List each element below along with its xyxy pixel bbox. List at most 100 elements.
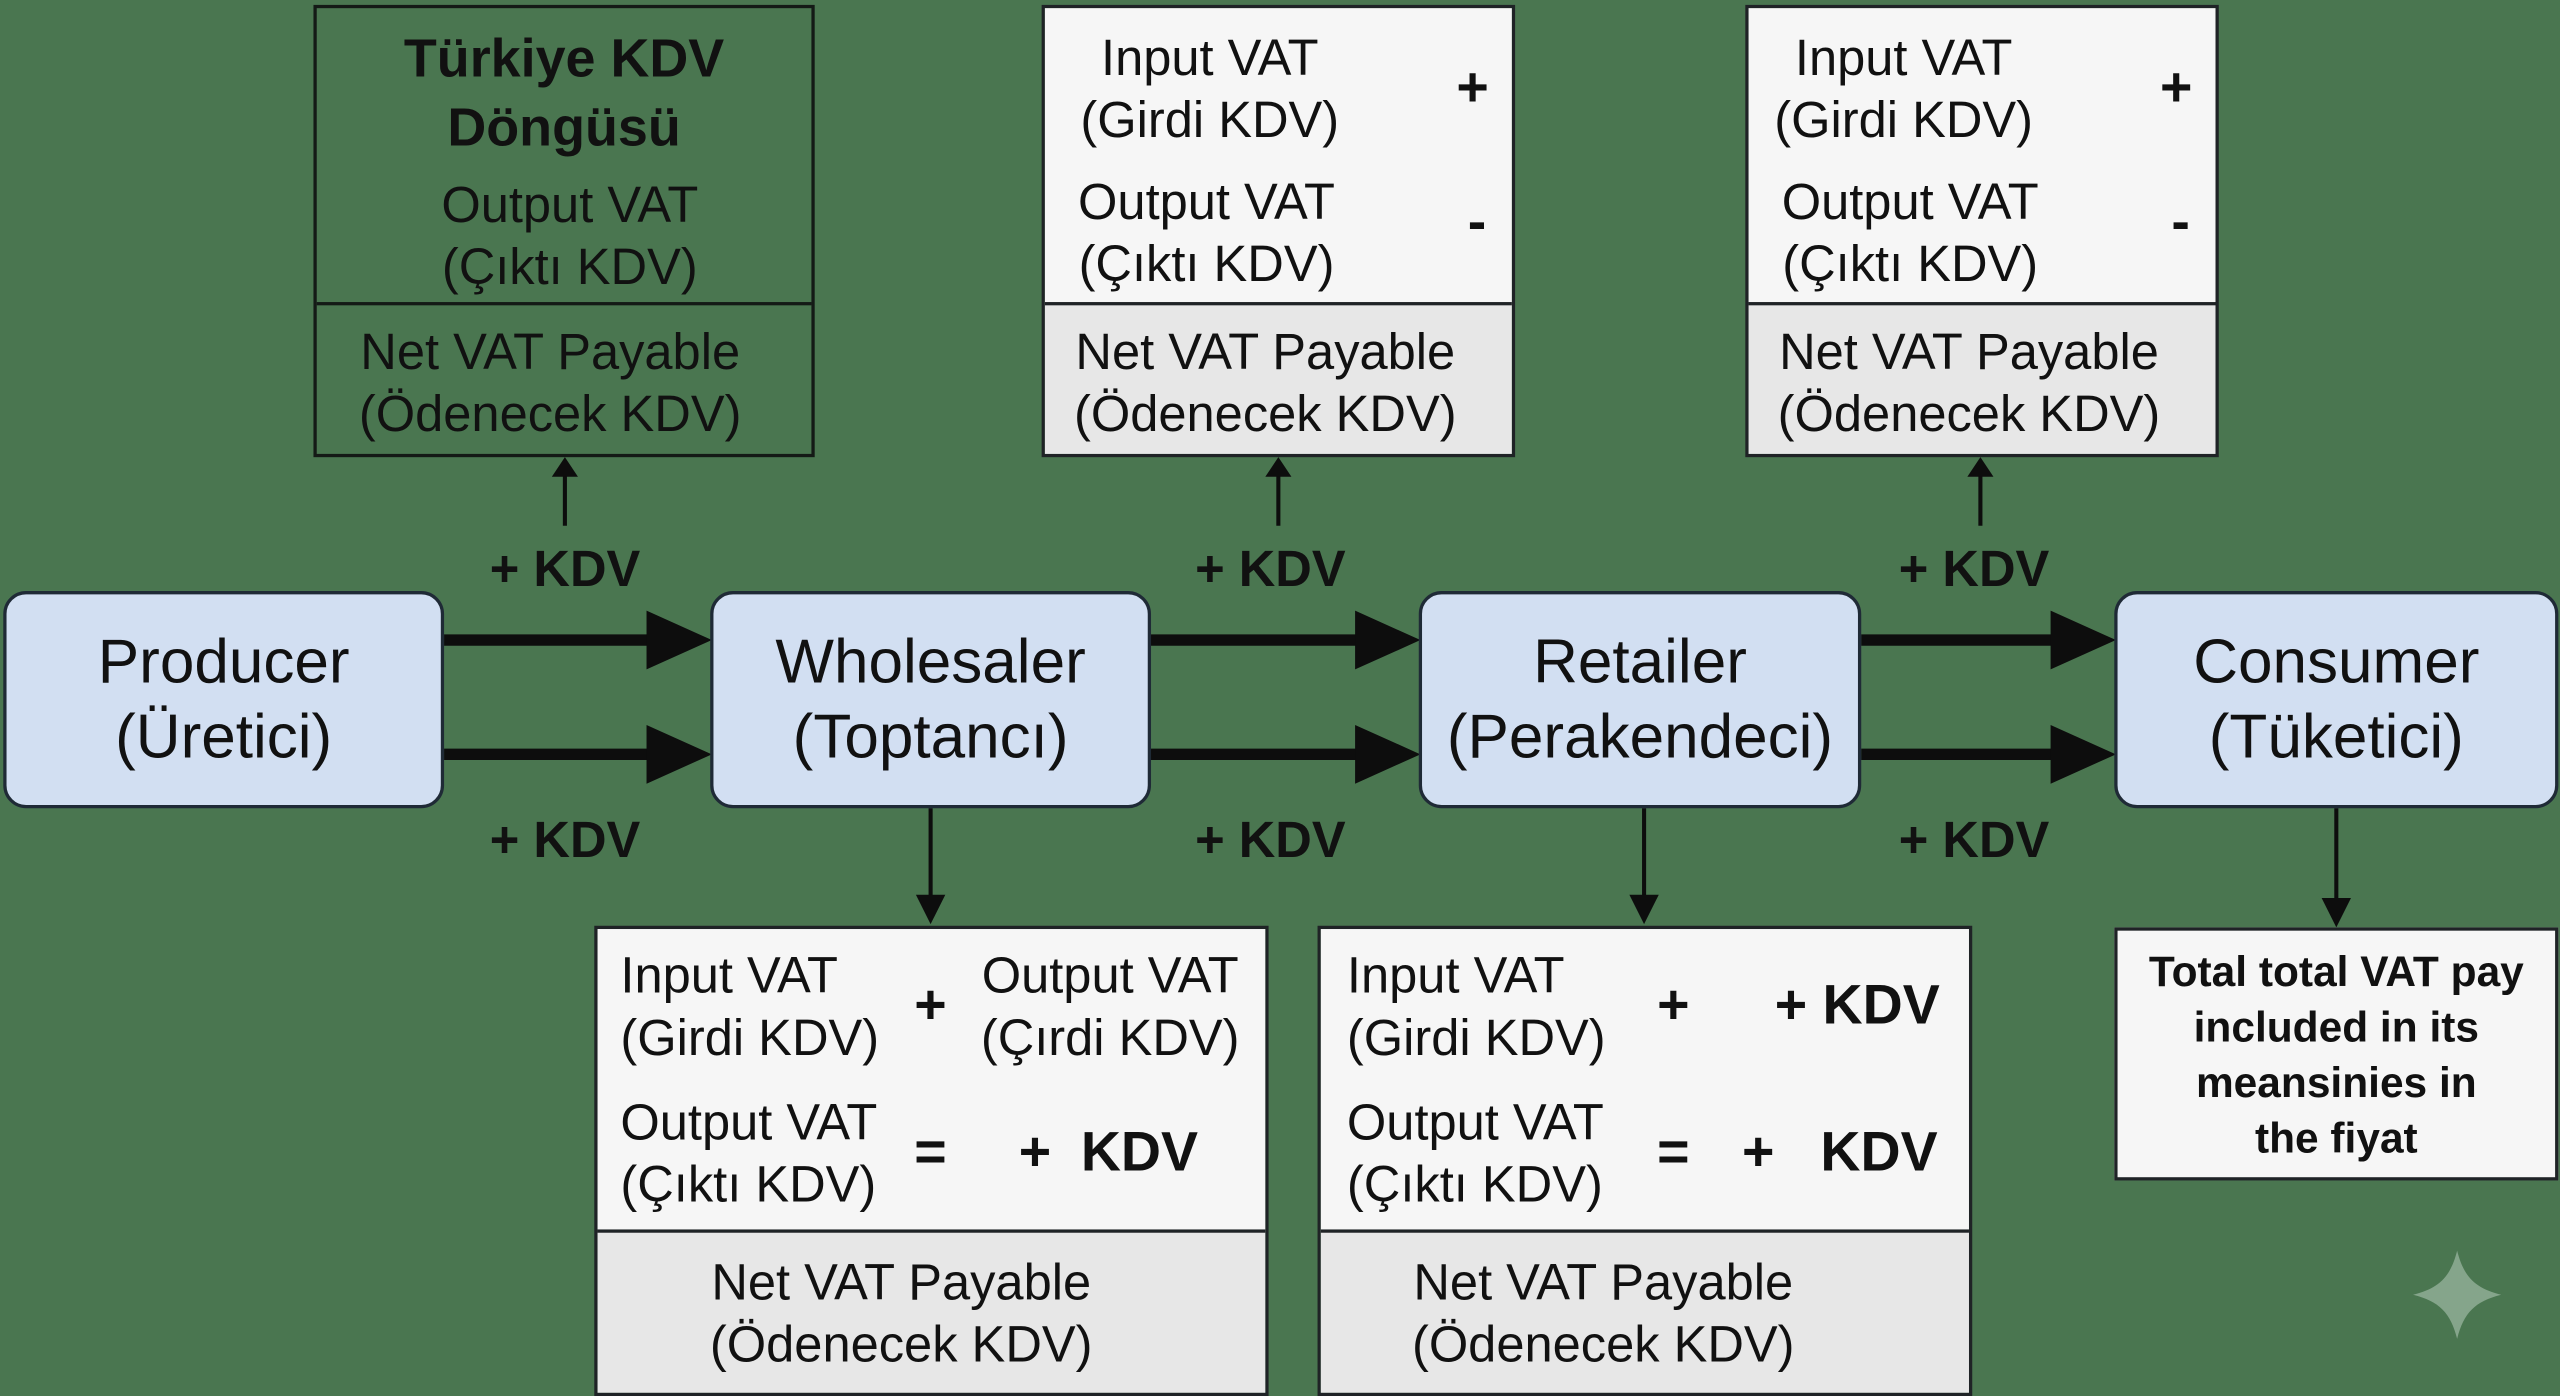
top-box-retailer-net: Net VAT Payable (Ödenecek KDV)	[1748, 302, 2216, 454]
retailer-top-plus: +	[2159, 57, 2193, 120]
wholesaler-bottom-net-vat: Net VAT Payable (Ödenecek KDV)	[598, 1252, 1205, 1376]
producer-output-vat: Output VAT (Çıktı KDV)	[317, 175, 823, 299]
bottom-box-wholesaler-net: Net VAT Payable (Ödenecek KDV)	[597, 1229, 1266, 1393]
retailer-bottom-net-line2: (Ödenecek KDV)	[1411, 1315, 1795, 1374]
retailer-bottom-input-line1: Input VAT	[1346, 946, 1565, 1005]
bottom-box-retailer: Input VAT (Girdi KDV) + + KDV Output VAT…	[1317, 925, 1973, 1396]
node-producer: Producer (Üretici)	[3, 591, 445, 809]
sparkle-icon	[2413, 1250, 2502, 1339]
node-consumer-line1: Consumer	[2193, 627, 2480, 697]
top-box-producer: Türkiye KDV Döngüsü Output VAT (Çıktı KD…	[313, 4, 815, 458]
flow-label-top-2: + KDV	[1195, 540, 1346, 598]
node-retailer-line2: (Perakendeci)	[1446, 702, 1834, 772]
arrow-producer-wholesaler	[444, 610, 712, 784]
wholesaler-bottom-net-line1: Net VAT Payable	[711, 1253, 1092, 1312]
retailer-bottom-plus2: +	[1742, 1121, 1775, 1184]
diagram-title: Türkiye KDV Döngüsü	[317, 24, 812, 161]
top-box-wholesaler-net: Net VAT Payable (Ödenecek KDV)	[1044, 302, 1512, 454]
wholesaler-bottom-output-right-line1: Output VAT	[981, 946, 1239, 1005]
bottom-box-wholesaler: Input VAT (Girdi KDV) + Output VAT (Çırd…	[594, 925, 1269, 1396]
consumer-note-line3: meansinies in	[2195, 1058, 2477, 1108]
wholesaler-bottom-kdv: KDV	[1080, 1121, 1199, 1184]
retailer-top-net-line1: Net VAT Payable	[1779, 323, 2159, 381]
wholesaler-bottom-input-vat: Input VAT (Girdi KDV)	[620, 945, 879, 1069]
consumer-note-line2: included in its	[2193, 1002, 2480, 1052]
retailer-bottom-right-kdv: + KDV	[1774, 974, 1940, 1037]
node-producer-line2: (Üretici)	[115, 702, 333, 772]
consumer-note-line1: Total total VAT pay	[2148, 946, 2524, 996]
retailer-bottom-equals: =	[1657, 1121, 1690, 1184]
flow-label-bottom-2: + KDV	[1195, 811, 1346, 869]
node-wholesaler-line2: (Toptancı)	[792, 702, 1069, 772]
producer-output-vat-line2: (Çıktı KDV)	[441, 238, 698, 296]
bottom-box-wholesaler-upper: Input VAT (Girdi KDV) + Output VAT (Çırd…	[597, 929, 1266, 1230]
wholesaler-top-input-vat: Input VAT (Girdi KDV)	[1055, 28, 1365, 152]
retailer-bottom-input-vat: Input VAT (Girdi KDV)	[1347, 945, 1606, 1069]
top-box-producer-net: Net VAT Payable (Ödenecek KDV)	[316, 302, 812, 454]
consumer-note-line4: the fiyat	[2254, 1113, 2418, 1163]
retailer-top-net-line2: (Ödenecek KDV)	[1777, 385, 2161, 443]
arrow-up-retailer	[1967, 457, 1994, 526]
node-wholesaler: Wholesaler (Toptancı)	[710, 591, 1152, 809]
retailer-bottom-output-vat: Output VAT (Çıktı KDV)	[1347, 1092, 1604, 1216]
arrow-retailer-consumer	[1861, 610, 2116, 784]
retailer-bottom-output-line1: Output VAT	[1346, 1093, 1604, 1152]
wholesaler-top-net-line1: Net VAT Payable	[1075, 323, 1456, 381]
top-box-wholesaler: Input VAT (Girdi KDV) + Output VAT (Çıkt…	[1041, 4, 1516, 458]
producer-output-vat-line1: Output VAT	[441, 176, 699, 234]
wholesaler-bottom-output-right: Output VAT (Çırdi KDV)	[963, 945, 1257, 1069]
retailer-bottom-net-vat: Net VAT Payable (Ödenecek KDV)	[1321, 1252, 1886, 1376]
retailer-top-output-vat: Output VAT (Çıktı KDV)	[1755, 171, 2065, 295]
retailer-top-input-line2: (Girdi KDV)	[1774, 91, 2034, 149]
consumer-note-box: Total total VAT pay included in its mean…	[2114, 927, 2559, 1181]
top-box-retailer: Input VAT (Girdi KDV) + Output VAT (Çıkt…	[1745, 4, 2219, 458]
wholesaler-bottom-output-line1: Output VAT	[620, 1093, 878, 1152]
retailer-top-input-line1: Input VAT	[1794, 29, 2013, 87]
wholesaler-bottom-output-line2: (Çıktı KDV)	[620, 1155, 877, 1214]
diagram-title-line2: Döngüsü	[447, 96, 681, 157]
retailer-top-input-vat: Input VAT (Girdi KDV)	[1749, 28, 2059, 152]
wholesaler-top-output-line1: Output VAT	[1078, 173, 1335, 231]
wholesaler-bottom-equals: =	[914, 1121, 947, 1184]
top-box-producer-upper: Türkiye KDV Döngüsü Output VAT (Çıktı KD…	[317, 8, 812, 302]
retailer-top-output-line2: (Çıktı KDV)	[1782, 235, 2039, 293]
arrow-wholesaler-retailer	[1151, 610, 1421, 784]
flow-label-bottom-1: + KDV	[489, 811, 641, 869]
arrow-down-retailer	[1629, 808, 1659, 925]
retailer-top-net-vat: Net VAT Payable (Ödenecek KDV)	[1749, 322, 2190, 446]
producer-net-vat-line2: (Ödenecek KDV)	[358, 385, 742, 443]
arrow-down-wholesaler	[915, 808, 946, 925]
retailer-bottom-input-line2: (Girdi KDV)	[1346, 1009, 1606, 1067]
node-wholesaler-line1: Wholesaler	[775, 627, 1086, 697]
retailer-top-minus: -	[2171, 191, 2190, 254]
wholesaler-top-input-line2: (Girdi KDV)	[1080, 91, 1340, 149]
node-producer-line1: Producer	[97, 627, 350, 697]
arrow-up-producer	[551, 457, 578, 526]
bottom-box-retailer-upper: Input VAT (Girdi KDV) + + KDV Output VAT…	[1320, 929, 1969, 1230]
node-retailer-line1: Retailer	[1533, 627, 1747, 697]
node-retailer: Retailer (Perakendeci)	[1418, 591, 1862, 809]
producer-net-vat-line1: Net VAT Payable	[360, 323, 741, 381]
wholesaler-bottom-plus: +	[914, 974, 947, 1037]
top-box-retailer-upper: Input VAT (Girdi KDV) + Output VAT (Çıkt…	[1748, 8, 2216, 303]
top-box-wholesaler-upper: Input VAT (Girdi KDV) + Output VAT (Çıkt…	[1044, 8, 1512, 303]
wholesaler-top-output-vat: Output VAT (Çıktı KDV)	[1051, 171, 1361, 295]
retailer-bottom-net-line1: Net VAT Payable	[1413, 1253, 1794, 1312]
arrow-up-wholesaler	[1265, 457, 1292, 526]
producer-net-vat: Net VAT Payable (Ödenecek KDV)	[317, 322, 784, 446]
wholesaler-bottom-net-line2: (Ödenecek KDV)	[709, 1315, 1093, 1374]
wholesaler-top-plus: +	[1456, 57, 1489, 120]
wholesaler-bottom-input-line2: (Girdi KDV)	[620, 1009, 880, 1067]
diagram-title-line1: Türkiye KDV	[403, 27, 725, 89]
node-consumer-line2: (Tüketici)	[2208, 702, 2464, 772]
wholesaler-top-net-vat: Net VAT Payable (Ödenecek KDV)	[1045, 322, 1486, 446]
flow-label-bottom-3: + KDV	[1898, 811, 2050, 869]
flow-label-top-1: + KDV	[489, 540, 641, 598]
arrow-down-consumer	[2321, 808, 2352, 928]
wholesaler-top-minus: -	[1467, 191, 1487, 254]
wholesaler-bottom-plus2: +	[1018, 1121, 1052, 1184]
wholesaler-bottom-output-right-line2: (Çırdi KDV)	[980, 1009, 1240, 1067]
flow-label-top-3: + KDV	[1898, 540, 2050, 598]
